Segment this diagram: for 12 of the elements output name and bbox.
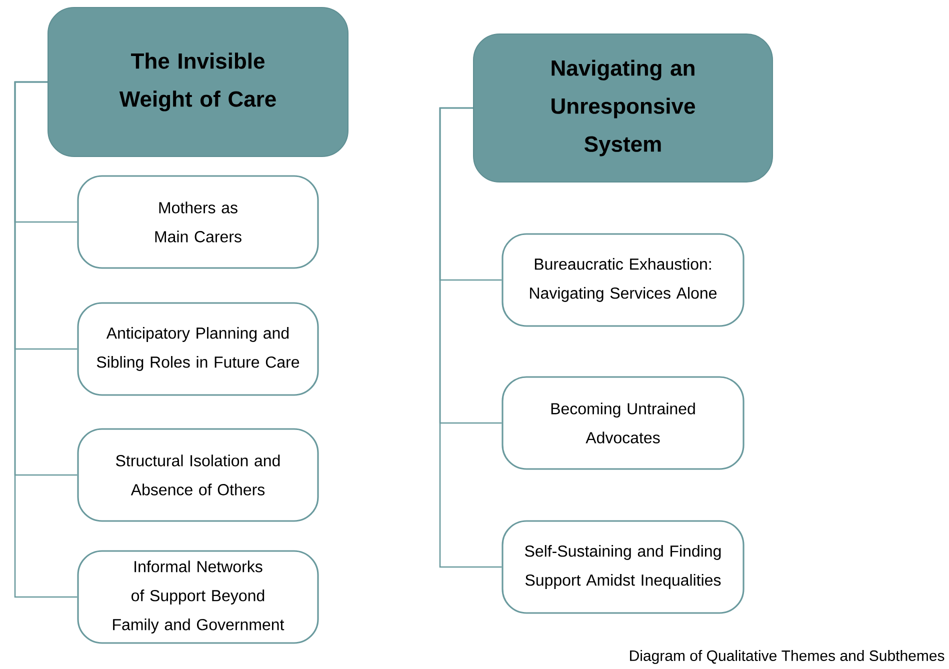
- subtheme-box: Anticipatory Planning and Sibling Roles in Future Care: [77, 302, 319, 396]
- subtheme-box: Structural Isolation and Absence of Others: [77, 428, 319, 522]
- subtheme-box: Informal Networks of Support Beyond Family and Government: [77, 550, 319, 644]
- subtheme-box: Mothers as Main Carers: [77, 175, 319, 269]
- connector-line: [439, 107, 502, 568]
- connector-line: [14, 81, 78, 598]
- theme-box: The Invisible Weight of Care: [48, 7, 348, 157]
- subtheme-box: Bureaucratic Exhaustion: Navigating Services Alone: [502, 233, 744, 327]
- subtheme-box: Self-Sustaining and Finding Support Amidst Inequalities: [502, 520, 744, 614]
- caption: Diagram of Qualitative Themes and Subthemes: [630, 650, 944, 664]
- subtheme-box: Becoming Untrained Advocates: [502, 376, 744, 470]
- theme-box: Navigating an Unresponsive System: [473, 34, 774, 182]
